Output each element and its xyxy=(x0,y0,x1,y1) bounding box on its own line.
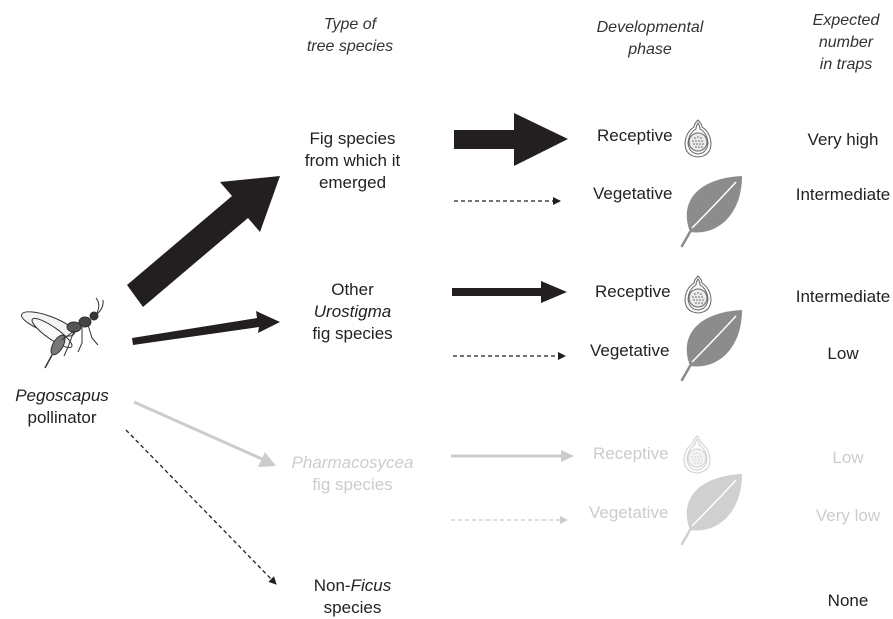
header-expected-line1: Expected xyxy=(812,12,880,29)
species-urostigma-pre: Other xyxy=(331,280,374,299)
expected-pharmacosycea-vegetative: Very low xyxy=(815,506,881,525)
leaf-icon xyxy=(680,474,742,546)
species-pharmacosycea: Pharmacosycea fig species xyxy=(280,452,425,496)
phase-pharmacosycea-receptive: Receptive xyxy=(593,444,669,463)
header-expected-line3: in traps xyxy=(819,56,873,73)
header-tree-type: Type of tree species xyxy=(270,14,430,58)
phase-emerged-receptive: Receptive xyxy=(597,126,673,145)
fig-icon xyxy=(683,435,711,474)
arrow-pollinator-to-pharmacosycea xyxy=(133,400,276,467)
species-emerged-line3: emerged xyxy=(318,173,387,192)
pollinator-word: pollinator xyxy=(27,408,97,427)
header-phase-line2: phase xyxy=(628,41,672,58)
species-urostigma-post: fig species xyxy=(312,324,393,343)
arrow-pollinator-to-emerged xyxy=(127,176,280,307)
species-urostigma-genus: Urostigma xyxy=(313,302,392,321)
leaf-icon xyxy=(680,310,742,382)
header-expected: Expected number in traps xyxy=(800,10,892,76)
species-emerged-line2: from which it xyxy=(304,151,401,170)
species-non-ficus-pre: Non- xyxy=(313,576,351,595)
species-non-ficus-post: species xyxy=(323,598,382,617)
fig-icon xyxy=(684,275,712,314)
expected-emerged-receptive: Very high xyxy=(807,130,879,149)
phase-urostigma-vegetative: Vegetative xyxy=(590,341,670,360)
arrow-pollinator-to-non-ficus xyxy=(125,429,277,585)
header-phase: Developmental phase xyxy=(570,17,730,61)
arrow-emerged-to-receptive xyxy=(454,113,568,166)
species-pharmacosycea-genus: Pharmacosycea xyxy=(291,453,414,472)
header-expected-line2: number xyxy=(818,34,874,51)
header-phase-line1: Developmental xyxy=(596,19,704,36)
wasp-icon xyxy=(21,297,104,369)
expected-urostigma-receptive: Intermediate xyxy=(795,287,891,306)
expected-emerged-vegetative: Intermediate xyxy=(795,185,891,204)
expected-non-ficus: None xyxy=(827,591,869,610)
leaf-icon xyxy=(680,176,742,248)
arrow-pollinator-to-urostigma xyxy=(132,311,280,345)
header-tree-type-line1: Type of xyxy=(323,16,377,33)
arrow-pharmacosycea-to-receptive xyxy=(451,450,574,462)
expected-pharmacosycea-receptive: Low xyxy=(832,448,864,467)
pollinator-genus: Pegoscapus xyxy=(15,386,109,405)
species-non-ficus-line1: Non-Ficus xyxy=(280,575,425,597)
species-urostigma: Other Urostigma fig species xyxy=(280,279,425,345)
species-non-ficus-genus: Ficus xyxy=(350,576,392,595)
phase-emerged-vegetative: Vegetative xyxy=(593,184,673,203)
species-emerged-line1: Fig species xyxy=(309,129,396,148)
species-emerged: Fig species from which it emerged xyxy=(280,128,425,194)
header-tree-type-line2: tree species xyxy=(306,38,394,55)
phase-urostigma-receptive: Receptive xyxy=(595,282,671,301)
arrow-urostigma-to-receptive xyxy=(452,281,567,303)
fig-icon xyxy=(684,119,712,158)
species-pharmacosycea-post: fig species xyxy=(312,475,393,494)
phase-pharmacosycea-vegetative: Vegetative xyxy=(589,503,669,522)
species-non-ficus: Non-Ficus species xyxy=(280,575,425,619)
pollinator-label: Pegoscapus pollinator xyxy=(0,385,124,429)
expected-urostigma-vegetative: Low xyxy=(827,344,859,363)
